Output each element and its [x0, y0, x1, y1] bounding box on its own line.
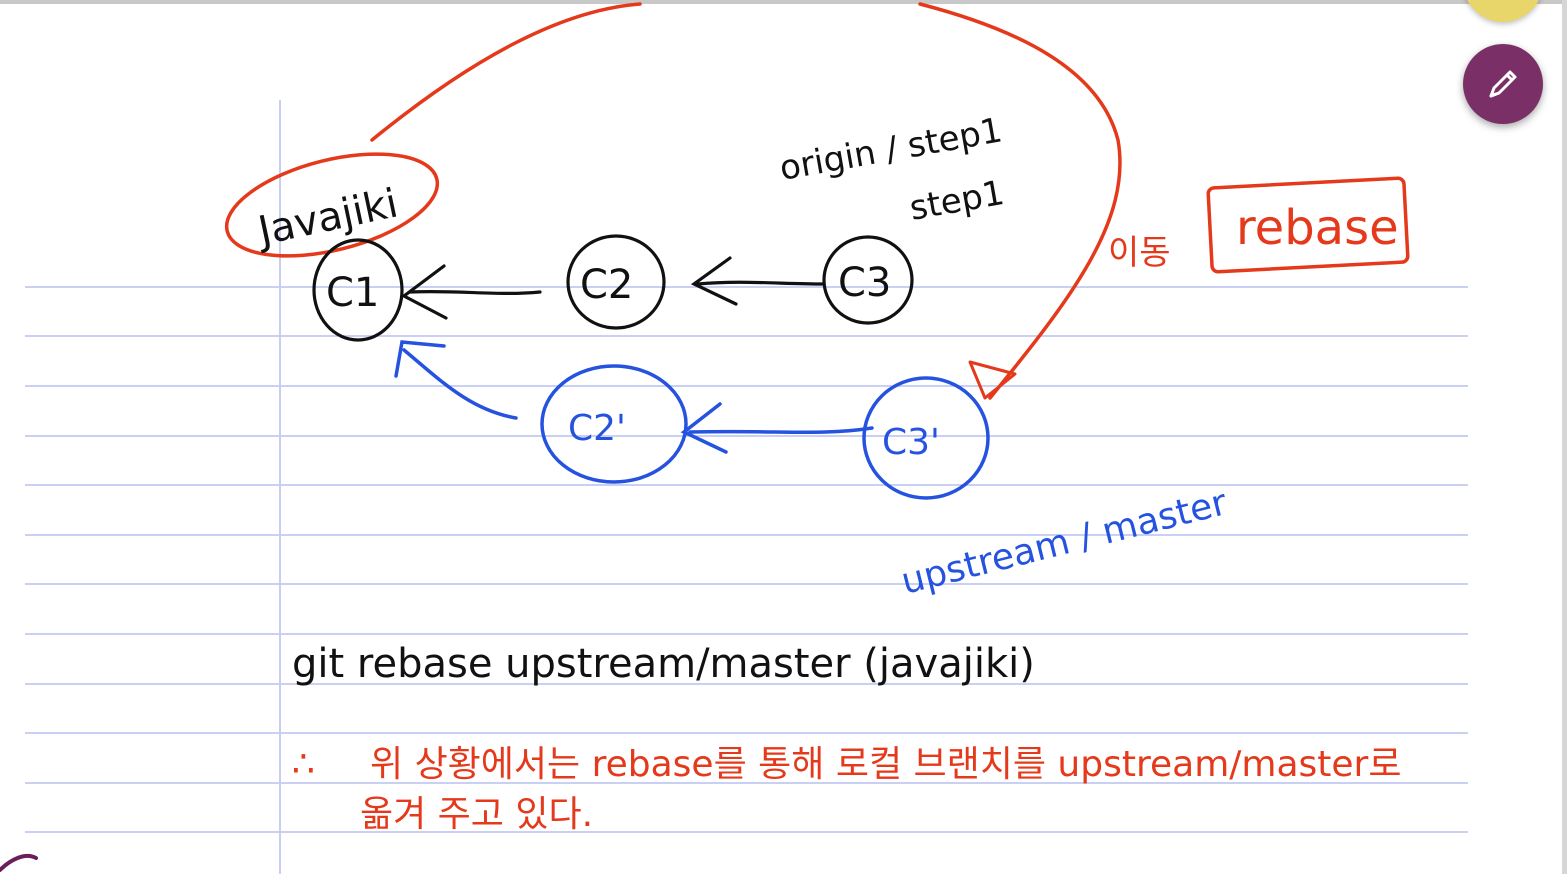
note-line-2: 옮겨 주고 있다. — [360, 794, 593, 835]
rebase-move-arrowhead — [968, 360, 1017, 400]
origin-branch-label: origin / step1 — [777, 110, 1006, 188]
svg-text:C3': C3' — [882, 422, 940, 463]
pencil-icon — [1489, 70, 1517, 98]
svg-text:C2: C2 — [580, 262, 633, 308]
move-label: 이동 — [1108, 233, 1171, 273]
svg-text:C3: C3 — [838, 260, 891, 306]
rebase-move-arrow — [370, 2, 1122, 400]
black-arrows — [401, 256, 826, 320]
svg-text:C2': C2' — [568, 408, 626, 449]
blue-arrows — [394, 340, 874, 454]
ruled-lines — [25, 286, 1468, 833]
step1-label: step1 — [907, 173, 1008, 229]
rebase-box — [1206, 176, 1410, 274]
svg-text:C1: C1 — [326, 270, 379, 316]
rebase-label: rebase — [1236, 200, 1399, 256]
commit-c3: C3 — [822, 235, 914, 325]
local-branch-label: Javajiki — [252, 180, 402, 255]
note-symbol: ∴ — [292, 744, 315, 785]
color-picker-button[interactable] — [1463, 0, 1543, 22]
local-branch-highlight — [224, 152, 440, 258]
commit-c2: C2 — [566, 234, 666, 330]
commit-c1: C1 — [312, 238, 404, 342]
commit-c2-prime: C2' — [540, 364, 688, 484]
commit-c3-prime: C3' — [862, 376, 990, 500]
stray-ink-stroke — [0, 853, 38, 872]
command-text: git rebase upstream/master (javajiki) — [292, 641, 1035, 687]
note-line-1: 위 상황에서는 rebase를 통해 로컬 브랜치를 upstream/mast… — [370, 744, 1401, 785]
pen-tool-button[interactable] — [1463, 44, 1543, 124]
window-right-border — [1562, 0, 1567, 874]
window-top-border — [0, 0, 1567, 4]
